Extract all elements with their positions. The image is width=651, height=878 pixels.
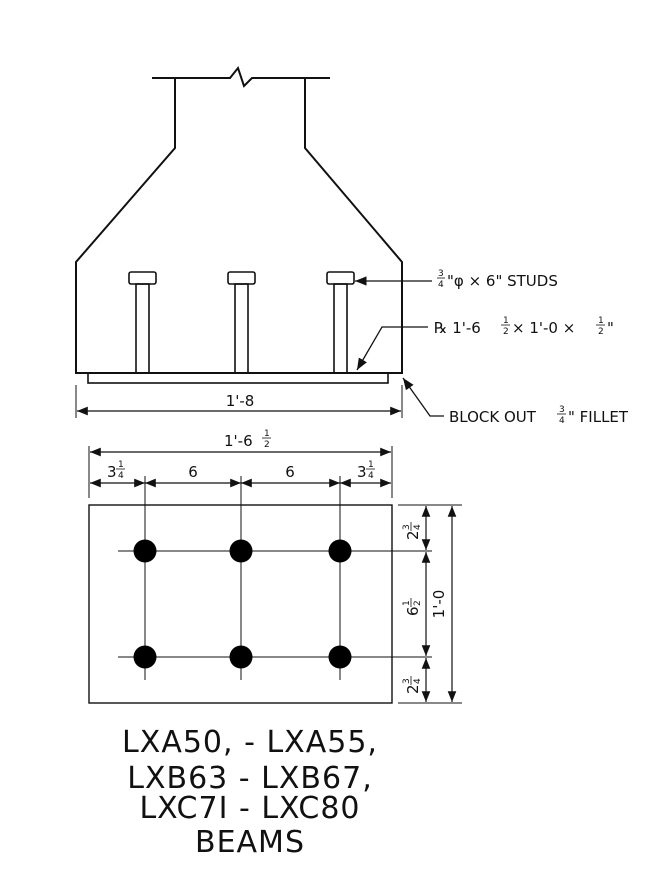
stud-3 — [326, 271, 355, 374]
drawing-title: LXA50, - LXA55, LXB63 - LXB67, LXC7I - L… — [122, 725, 378, 860]
stud-plan-r2-c2 — [229, 645, 253, 669]
vertical-label-3: 2 3 4 — [402, 676, 423, 694]
svg-text:1: 1 — [264, 429, 270, 439]
fillet-label: BLOCK OUT 3 4 " FILLET — [449, 405, 629, 426]
svg-text:1: 1 — [402, 600, 412, 606]
svg-text:2: 2 — [264, 440, 270, 450]
svg-text:3: 3 — [402, 678, 412, 684]
svg-text:℞ 1'-6: ℞ 1'-6 — [434, 319, 481, 337]
svg-text:1: 1 — [368, 460, 374, 470]
fillet-leader — [402, 377, 444, 417]
stud-plan-r1-c2 — [229, 539, 253, 563]
svg-text:1'-6: 1'-6 — [224, 432, 253, 450]
spacing-label-4: 3 1 4 — [357, 460, 375, 481]
pier-outline — [75, 65, 403, 374]
overall-height-label: 1'-0 — [430, 590, 448, 619]
plate-leader — [356, 326, 428, 371]
svg-text:4: 4 — [413, 678, 423, 684]
svg-text:2: 2 — [598, 327, 604, 337]
svg-text:4: 4 — [118, 471, 124, 481]
svg-text:2: 2 — [503, 327, 509, 337]
svg-text:": " — [607, 319, 614, 337]
svg-text:3: 3 — [357, 463, 367, 481]
svg-text:2: 2 — [404, 530, 422, 540]
svg-text:4: 4 — [559, 416, 565, 426]
plate-label: ℞ 1'-6 1 2 × 1'-0 × 1 2 " — [434, 316, 614, 337]
svg-text:"φ × 6" STUDS: "φ × 6" STUDS — [447, 272, 558, 290]
svg-text:2: 2 — [404, 684, 422, 694]
studs-label: 3 4 "φ × 6" STUDS — [437, 269, 558, 290]
stud-2 — [227, 271, 256, 374]
svg-text:3: 3 — [402, 524, 412, 530]
stud-plan-r1-c1 — [133, 539, 157, 563]
svg-text:3: 3 — [438, 269, 444, 279]
title-line-2: LXB63 - LXB67, — [127, 761, 372, 796]
svg-text:2: 2 — [413, 600, 423, 606]
stud-plan-r1-c3 — [328, 539, 352, 563]
svg-text:4: 4 — [368, 471, 374, 481]
overall-width-label: 1'-8 — [226, 392, 255, 410]
svg-text:1: 1 — [598, 316, 604, 326]
svg-text:6: 6 — [404, 606, 422, 616]
bearing-plate — [87, 372, 389, 384]
vertical-label-1: 2 3 4 — [402, 522, 423, 540]
stud-plan-r2-c1 — [133, 645, 157, 669]
spacing-label-2: 6 — [188, 463, 198, 481]
stud-1 — [128, 271, 157, 374]
title-line-4: BEAMS — [195, 825, 305, 860]
elevation-view: 3 4 "φ × 6" STUDS ℞ 1'-6 1 2 × 1'-0 × 1 … — [75, 65, 629, 426]
svg-text:1: 1 — [118, 460, 124, 470]
title-line-3: LXC7I - LXC80 — [139, 791, 360, 826]
svg-text:× 1'-0 ×: × 1'-0 × — [512, 319, 575, 337]
plan-width-label: 1'-6 1 2 — [224, 429, 271, 450]
spacing-label-1: 3 1 4 — [107, 460, 125, 481]
plan-view: 1'-6 1 2 3 1 4 6 6 3 1 4 — [88, 429, 462, 704]
vertical-label-2: 6 1 2 — [402, 598, 423, 616]
svg-text:3: 3 — [107, 463, 117, 481]
svg-text:4: 4 — [438, 280, 444, 290]
svg-text:" FILLET: " FILLET — [568, 408, 629, 426]
spacing-label-3: 6 — [285, 463, 295, 481]
svg-text:4: 4 — [413, 524, 423, 530]
svg-text:3: 3 — [559, 405, 565, 415]
svg-text:BLOCK OUT: BLOCK OUT — [449, 408, 537, 426]
svg-text:1: 1 — [503, 316, 509, 326]
stud-plan-r2-c3 — [328, 645, 352, 669]
title-line-1: LXA50, - LXA55, — [122, 725, 378, 760]
